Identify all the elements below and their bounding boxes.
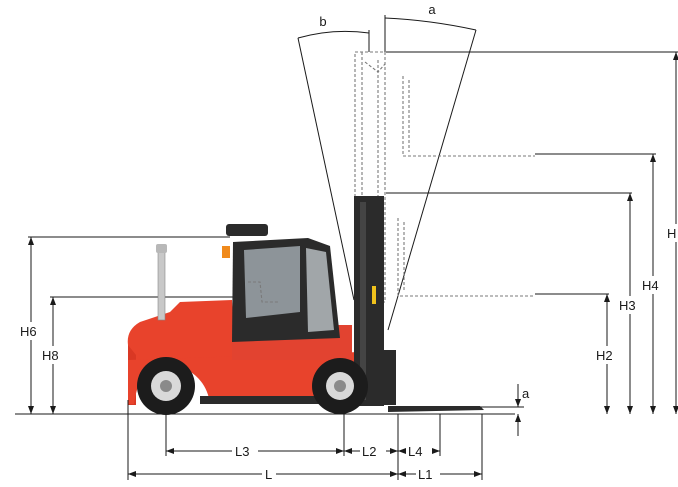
- fork-clearance-dimension: [480, 384, 524, 436]
- dim-label-L: L: [265, 467, 272, 482]
- dim-label-H4: H4: [642, 278, 659, 293]
- tilt-lines: [297, 15, 477, 331]
- dim-label-H2: H2: [596, 348, 613, 363]
- dim-label-H: H: [667, 226, 676, 241]
- dim-label-L3: L3: [235, 444, 249, 459]
- dim-label-L1: L1: [418, 467, 432, 482]
- dim-label-H6: H6: [20, 324, 37, 339]
- forklift-truck-icon: [127, 196, 484, 415]
- dim-label-a-clearance: a: [522, 386, 530, 401]
- dim-label-L2: L2: [362, 444, 376, 459]
- dim-label-L4: L4: [408, 444, 422, 459]
- tilt-forward-label: a: [428, 2, 436, 17]
- dim-label-H8: H8: [42, 348, 59, 363]
- dim-label-H3: H3: [619, 298, 636, 313]
- tilt-back-label: b: [319, 14, 326, 29]
